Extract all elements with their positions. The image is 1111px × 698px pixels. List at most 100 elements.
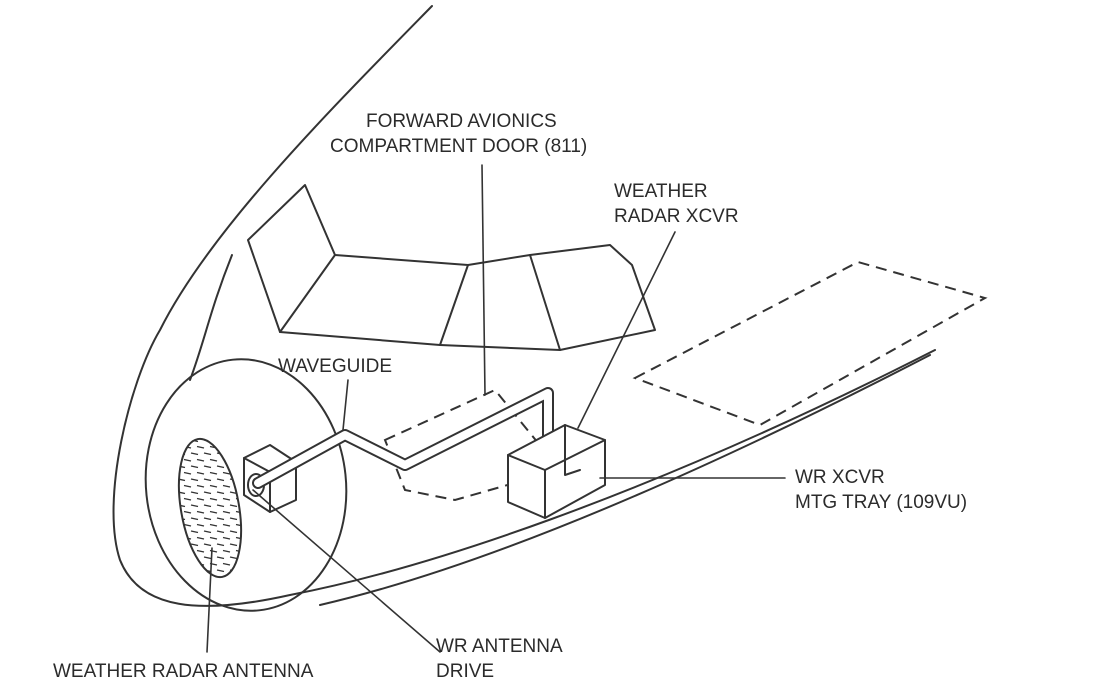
hatch-mark bbox=[177, 569, 186, 573]
hatch-mark bbox=[190, 491, 199, 495]
hatch-mark bbox=[183, 575, 192, 579]
hatch-mark bbox=[203, 530, 212, 534]
hatch-mark bbox=[209, 458, 218, 462]
hatch-mark bbox=[177, 556, 186, 560]
hatch-mark bbox=[222, 549, 231, 553]
hatch-mark bbox=[190, 465, 199, 469]
hatch-mark bbox=[222, 445, 231, 449]
hatch-mark bbox=[222, 484, 231, 488]
hatch-mark bbox=[209, 497, 218, 501]
hatch-mark bbox=[190, 452, 199, 456]
label-drive-line1: WR ANTENNA bbox=[436, 636, 563, 657]
hatch-mark bbox=[203, 465, 212, 469]
hatch-mark bbox=[190, 504, 199, 508]
label-drive-line2: DRIVE bbox=[436, 661, 494, 682]
hatch-mark bbox=[229, 556, 238, 560]
hatch-mark bbox=[190, 543, 199, 547]
hatch-mark bbox=[222, 562, 231, 566]
hatch-mark bbox=[216, 517, 225, 521]
hatch-mark bbox=[196, 471, 205, 475]
hatch-mark bbox=[229, 517, 238, 521]
hatch-mark bbox=[235, 484, 244, 488]
hatch-mark bbox=[190, 517, 199, 521]
hatch-mark bbox=[235, 458, 244, 462]
hatch-mark bbox=[216, 439, 225, 443]
hatch-mark bbox=[196, 458, 205, 462]
hatch-mark bbox=[177, 491, 186, 495]
weather-radar-antenna bbox=[177, 437, 244, 579]
hatch-mark bbox=[229, 543, 238, 547]
label-waveguide: WAVEGUIDE bbox=[278, 356, 392, 377]
hatch-mark bbox=[222, 471, 231, 475]
hatch-mark bbox=[196, 549, 205, 553]
hatch-mark bbox=[177, 478, 186, 482]
hatch-mark bbox=[209, 510, 218, 514]
hatch-mark bbox=[235, 445, 244, 449]
hatch-mark bbox=[203, 556, 212, 560]
hatch-mark bbox=[203, 517, 212, 521]
hatch-mark bbox=[183, 458, 192, 462]
hatch-mark bbox=[209, 471, 218, 475]
hatch-mark bbox=[216, 478, 225, 482]
hatch-mark bbox=[183, 510, 192, 514]
leader-lines bbox=[206, 164, 786, 653]
hatch-mark bbox=[216, 569, 225, 573]
cockpit-windows bbox=[247, 184, 656, 351]
hatch-mark bbox=[196, 510, 205, 514]
hatch-mark bbox=[209, 523, 218, 527]
hatch-mark bbox=[177, 504, 186, 508]
hatch-mark bbox=[183, 562, 192, 566]
hatch-mark bbox=[229, 491, 238, 495]
hatch-mark bbox=[216, 491, 225, 495]
hatch-mark bbox=[177, 530, 186, 534]
hatch-mark bbox=[177, 543, 186, 547]
hatch-mark bbox=[203, 543, 212, 547]
weather-radar-xcvr bbox=[507, 424, 606, 519]
hatch-mark bbox=[222, 536, 231, 540]
hatch-mark bbox=[196, 484, 205, 488]
hatch-mark bbox=[203, 504, 212, 508]
hatch-mark bbox=[216, 543, 225, 547]
hatch-mark bbox=[216, 465, 225, 469]
hatch-mark bbox=[216, 530, 225, 534]
label-tray-line2: MTG TRAY (109VU) bbox=[795, 492, 967, 513]
hatch-mark bbox=[190, 569, 199, 573]
label-xcvr-line1: WEATHER bbox=[614, 181, 708, 202]
fuselage-outline bbox=[112, 5, 936, 607]
hatch-mark bbox=[183, 497, 192, 501]
hatch-mark bbox=[183, 549, 192, 553]
hatch-mark bbox=[196, 523, 205, 527]
hatch-mark bbox=[196, 536, 205, 540]
hatch-mark bbox=[222, 497, 231, 501]
labels: FORWARD AVIONICS COMPARTMENT DOOR (811) … bbox=[53, 111, 967, 682]
label-fwd-door-line1: FORWARD AVIONICS bbox=[366, 111, 557, 132]
hatch-mark bbox=[177, 439, 186, 443]
hatch-mark bbox=[183, 484, 192, 488]
label-fwd-door-line2: COMPARTMENT DOOR (811) bbox=[330, 136, 587, 157]
hatch-mark bbox=[196, 497, 205, 501]
hatch-mark bbox=[183, 523, 192, 527]
hatch-mark bbox=[190, 478, 199, 482]
hatch-mark bbox=[222, 523, 231, 527]
hatch-mark bbox=[235, 510, 244, 514]
hatch-mark bbox=[190, 530, 199, 534]
hatch-mark bbox=[216, 556, 225, 560]
hatch-mark bbox=[216, 504, 225, 508]
hatch-mark bbox=[229, 504, 238, 508]
label-antenna: WEATHER RADAR ANTENNA bbox=[53, 661, 314, 682]
radome-outline bbox=[144, 358, 348, 612]
hatch-mark bbox=[196, 445, 205, 449]
hatch-mark bbox=[203, 452, 212, 456]
hatch-mark bbox=[229, 439, 238, 443]
hatch-mark bbox=[229, 452, 238, 456]
hatch-mark bbox=[235, 575, 244, 579]
hatch-mark bbox=[235, 471, 244, 475]
upper-access-panel-outline bbox=[632, 260, 988, 427]
hatch-mark bbox=[209, 536, 218, 540]
hatch-mark bbox=[235, 562, 244, 566]
hatch-mark bbox=[229, 465, 238, 469]
label-tray-line1: WR XCVR bbox=[795, 467, 885, 488]
hatch-mark bbox=[203, 478, 212, 482]
hatch-mark bbox=[229, 530, 238, 534]
